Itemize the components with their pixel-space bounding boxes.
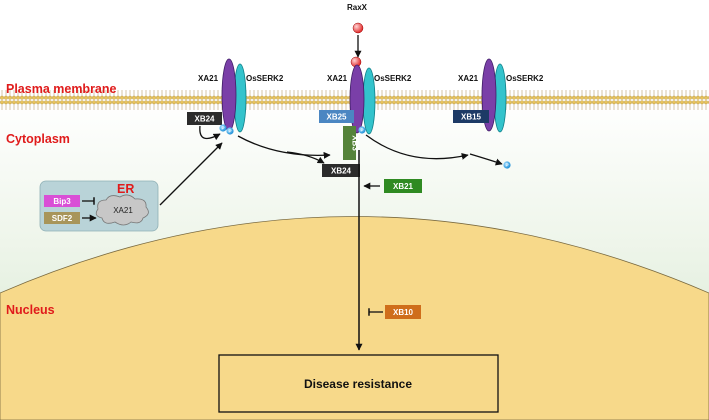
disease-resistance-box [218,354,499,413]
xb21-box [384,179,422,193]
phospho-1 [219,124,227,132]
xb24-label-cytoplasm: XB24 [331,167,352,176]
xb10-box [385,305,421,319]
receptor-complex-right: XA21 OsSERK2 XB15 [453,58,544,133]
sdf2-box [44,212,80,224]
receptor-complex-center: XA21 OsSERK2 XB25 P XB3 XB24 [319,64,412,177]
er-xa21-cloud [95,194,149,226]
er-xa21-label: XA21 [113,206,133,215]
osserk2-receptor-center [362,67,376,135]
phospho-2 [226,127,234,135]
xa21-label-center: XA21 [327,74,348,83]
osserk2-label-left: OsSERK2 [246,74,284,83]
nucleus-region [0,216,709,420]
xb24-box-cytoplasm [322,164,360,177]
er-label: ER [117,182,134,196]
cytoplasm-label: Cytoplasm [6,132,70,146]
xb25-box [319,110,354,123]
bip3-box [44,195,80,207]
xb15-dephos-arrow [365,134,469,160]
xb24-label-membrane: XB24 [194,115,215,124]
phospho-3-label: P [360,128,363,133]
er-panel: ER Bip3 SDF2 XA21 [39,180,159,232]
xa21-label-right: XA21 [458,74,479,83]
sdf2-label: SDF2 [52,214,73,223]
xb24-release-arrow [237,135,331,159]
xb24-autophos-arrow [199,125,221,141]
xb25-label: XB25 [326,113,347,122]
xb24-box-membrane [187,112,222,125]
disease-resistance-label: Disease resistance [304,377,412,391]
xa21-label-left: XA21 [198,74,219,83]
phospho-free-label: P [505,163,508,168]
phospho-3 [358,126,366,134]
nucleus-label: Nucleus [6,303,55,317]
xb24-to-cytoplasm-arrow [286,151,325,164]
xb15-box [453,110,489,123]
bip3-label: Bip3 [53,197,71,206]
xb3-box [343,126,356,160]
xb21-label: XB21 [393,182,414,191]
raxx-label: RaxX [347,3,368,12]
xb15-phospho-release-arrow [469,153,503,166]
xb3-label: XB3 [351,135,360,151]
osserk2-label-center: OsSERK2 [374,74,412,83]
phospho-1-label: P [221,126,224,131]
plasma-membrane-label: Plasma membrane [6,82,117,96]
er-export-arrow [159,142,223,206]
xb15-label: XB15 [461,113,482,122]
raxx-ligand-top [352,22,364,34]
receptor-complex-left: XA21 OsSERK2 XB24 P P [187,58,284,135]
xb10-label: XB10 [393,308,414,317]
osserk2-label-right: OsSERK2 [506,74,544,83]
phospho-2-label: P [228,129,231,134]
phospho-free [503,161,511,169]
xa21-receptor-left [221,58,237,132]
